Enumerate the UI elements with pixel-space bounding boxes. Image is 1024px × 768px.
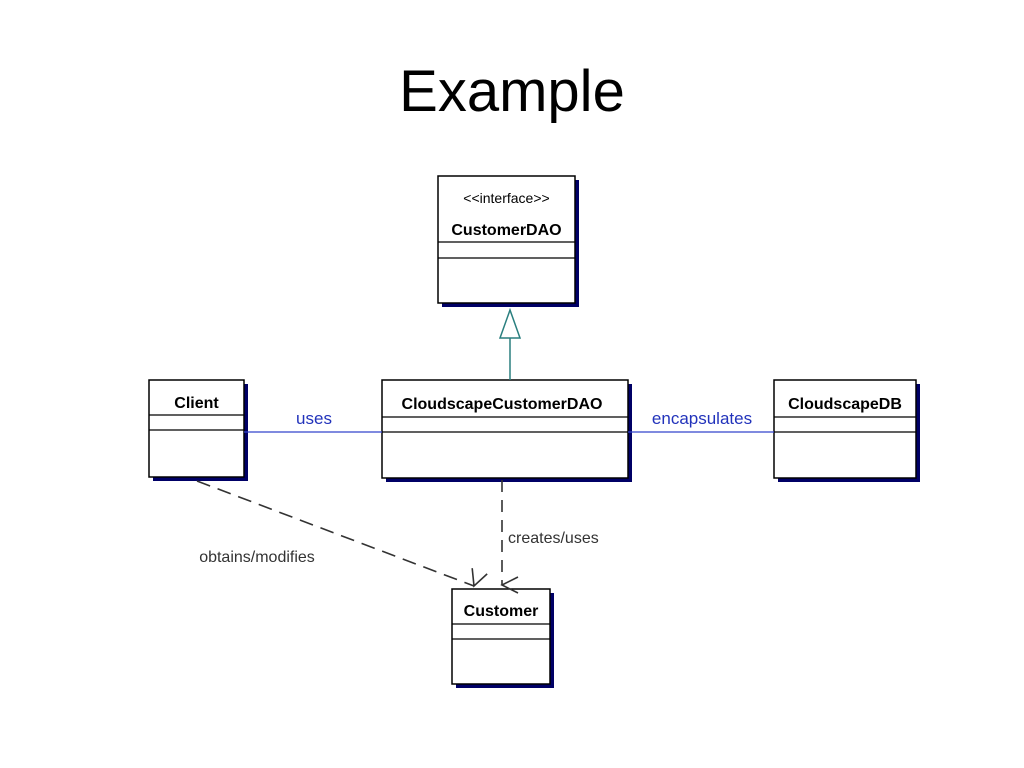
class-name-cloudscape-customer-dao: CloudscapeCustomerDAO	[402, 396, 603, 413]
generalization-arrow	[498, 307, 522, 380]
stereotype-label: <<interface>>	[463, 190, 549, 206]
class-customer[interactable]: Customer	[451, 588, 551, 685]
class-customer-dao[interactable]: <<interface>> CustomerDAO	[437, 175, 576, 304]
class-name-customer: Customer	[464, 603, 539, 620]
class-name-cloudscape-db: CloudscapeDB	[788, 396, 902, 413]
class-client[interactable]: Client	[148, 379, 245, 478]
association-uses: uses	[244, 409, 382, 433]
class-cloudscape-db[interactable]: CloudscapeDB	[773, 379, 917, 479]
encapsulates-label: encapsulates	[652, 409, 752, 428]
class-name-customer-dao: CustomerDAO	[451, 222, 561, 239]
creates-uses-label: creates/uses	[508, 530, 599, 547]
obtains-modifies-label: obtains/modifies	[199, 549, 315, 566]
uses-label: uses	[296, 409, 332, 428]
page-title: Example	[399, 59, 625, 124]
class-name-client: Client	[174, 395, 219, 412]
class-cloudscape-customer-dao[interactable]: CloudscapeCustomerDAO	[381, 379, 629, 479]
dependency-creates-uses: creates/uses	[500, 480, 599, 594]
association-encapsulates: encapsulates	[628, 409, 774, 433]
dependency-obtains-modifies: obtains/modifies	[196, 480, 488, 588]
